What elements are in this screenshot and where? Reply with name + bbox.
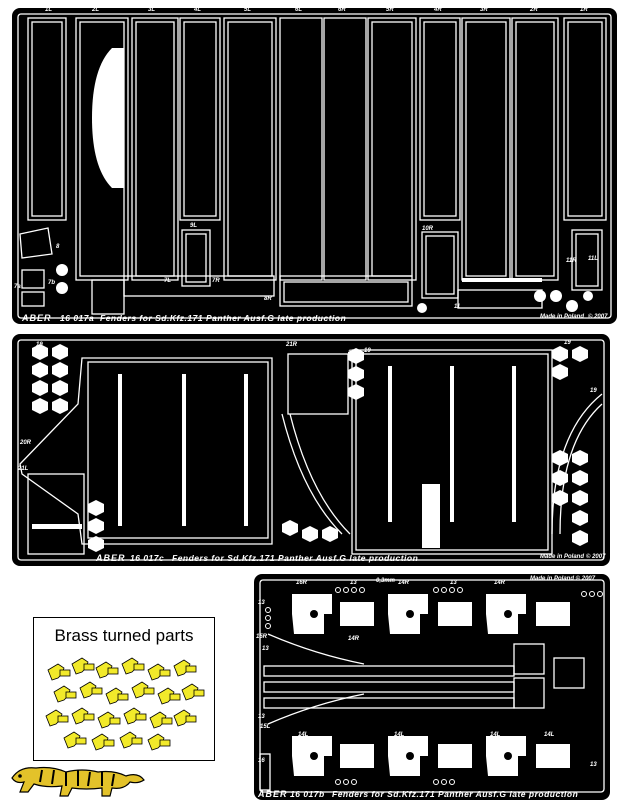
brand-logo: ABER (258, 789, 288, 799)
part-label: 13 (450, 580, 457, 586)
part-label: 2R (530, 8, 538, 13)
part-label: 14L (544, 732, 555, 738)
part-label: 6R (338, 8, 346, 13)
fret-caption: Fenders for Sd.Kfz.171 Panther Ausf.G la… (332, 789, 579, 799)
part-label: 19 (590, 388, 597, 394)
made-in: Made in Poland (540, 554, 585, 560)
part-label: 0,3mm (376, 578, 396, 584)
fret-code: 16 017a (60, 313, 95, 323)
part-3L (131, 17, 179, 281)
part-label: 1R (580, 8, 588, 13)
part-label: 7a (14, 284, 21, 290)
part-label: 14R (494, 580, 506, 586)
fret-16017a: 1L 2L 3L 4L 5L 6L 6R 5R 4R 3R 2R 1R 9L 1… (12, 8, 617, 324)
part-label: 15L (260, 724, 271, 730)
fret-16017b-etch (259, 579, 605, 793)
part-label: 20R (20, 440, 32, 446)
part-label: 13 (350, 580, 357, 586)
part-label: 13 (258, 714, 265, 720)
part-label: 3L (148, 8, 156, 13)
part-3R (461, 17, 511, 281)
part-label: 4L (194, 8, 202, 13)
part-5R (367, 17, 417, 281)
part-label: 3R (480, 8, 488, 13)
brand-logo: ABER (96, 553, 126, 563)
part-label: 13 (590, 762, 597, 768)
fret-16017b: 16R 13 0,3mm 14R 13 14R 13 15R 14R 13 13… (254, 574, 610, 800)
part-label: 8 (56, 244, 60, 250)
part-2R (511, 17, 559, 281)
part-5L (223, 17, 277, 281)
fret-caption: Fenders for Sd.Kfz.171 Panther Ausf.G la… (172, 553, 419, 563)
part-4R (419, 17, 461, 221)
brass-parts-title: Brass turned parts (54, 626, 194, 645)
tiger-logo-icon (11, 766, 145, 797)
part-6R (323, 17, 367, 281)
part-label: 14L (394, 732, 405, 738)
fret-16017c: 19 19 19 19 20R 21L 21R 18 ABER 16 017c … (12, 334, 610, 566)
fret-code: 16 017c (130, 553, 165, 563)
part-label: 19 (564, 340, 571, 346)
part-label: 13 (258, 600, 265, 606)
fret-caption: Fenders for Sd.Kfz.171 Panther Ausf.G la… (100, 313, 347, 323)
part-label: 5L (244, 8, 252, 13)
part-label: 16R (296, 580, 308, 586)
part-label: 19 (36, 342, 43, 348)
brass-parts-illustration (45, 657, 205, 751)
fret-16017a-etch (17, 13, 612, 319)
part-label: 11R (566, 258, 577, 264)
part-label: 14R (348, 636, 360, 642)
brass-parts-panel: Brass turned parts (33, 617, 215, 761)
part-label: 2L (92, 8, 100, 13)
part-label: 4R (434, 8, 442, 13)
part-label: 7b (48, 280, 56, 286)
copyright: © 2007 (588, 314, 608, 320)
part-label: 19 (364, 348, 371, 354)
copyright: © 2007 (586, 554, 606, 560)
fret-16017c-etch (17, 339, 605, 561)
part-label: 9L (190, 223, 198, 229)
part-label: 21R (286, 342, 298, 348)
part-label: 8R (264, 296, 272, 302)
made-in: Made in Poland (540, 314, 585, 320)
made-in: Made in Poland © 2007 (530, 576, 596, 582)
part-4L (179, 17, 221, 221)
part-label: 16 (258, 758, 265, 764)
part-6L (279, 17, 323, 281)
brand-logo: ABER (22, 313, 52, 323)
part-label: 7L (164, 278, 172, 284)
part-label: 6L (295, 8, 303, 13)
part-label: 13 (262, 646, 269, 652)
part-label: 14L (490, 732, 501, 738)
fret-code: 16 017b (290, 789, 325, 799)
part-label: 14R (398, 580, 410, 586)
part-1L (27, 17, 67, 221)
part-1R (563, 17, 607, 221)
part-label: 18 (348, 350, 355, 356)
part-label: 5R (386, 8, 394, 13)
part-label: 21L (18, 466, 29, 472)
part-label: 10R (422, 226, 434, 232)
part-label: 15R (256, 634, 268, 640)
part-label: 11L (588, 256, 598, 262)
part-label: 11 (454, 304, 461, 310)
part-label: 1L (45, 8, 53, 13)
part-label: 14L (298, 732, 309, 738)
part-label: 7R (212, 278, 220, 284)
